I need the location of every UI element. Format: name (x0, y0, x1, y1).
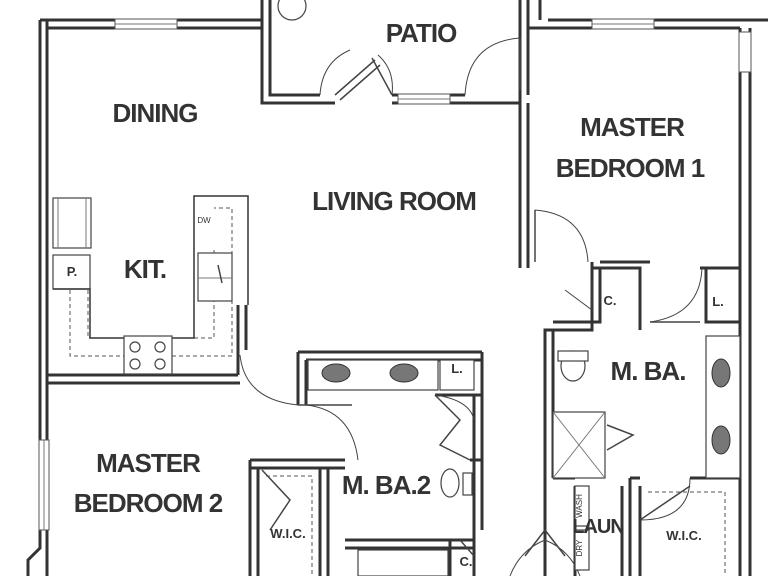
closet-c-wall-inner (553, 268, 602, 324)
room-label-wic-right: W.I.C. (666, 528, 701, 543)
laundry-door-left (524, 529, 546, 557)
patio-wall-left-inner (268, 0, 320, 97)
linen-vanity-label: L. (451, 361, 463, 376)
room-label-patio: PATIO (386, 18, 457, 48)
laundry-door-right (544, 529, 566, 557)
wic-right-door (639, 485, 691, 521)
patio-door-right-leaf (371, 57, 393, 96)
mba2-bathtub (357, 549, 449, 576)
washer (574, 485, 590, 527)
wic-left-shelf (266, 475, 313, 576)
linen-right-wall-b (704, 268, 740, 324)
windows (38, 18, 752, 531)
room-label-master-bedroom-2-line1: MASTER (96, 448, 201, 478)
shower-door (606, 424, 635, 451)
exterior-wall-left-inner-lower (26, 530, 42, 576)
stove (123, 335, 173, 375)
pantry-closet (52, 254, 91, 290)
room-label-master-bedroom-1-line1: MASTER (580, 112, 685, 142)
room-label-master-bath: M. BA. (611, 356, 686, 386)
kitchen-counter-outline (69, 207, 233, 357)
sink-icon-mba-2 (711, 425, 731, 455)
room-label-master-bath-2: M. BA.2 (342, 470, 431, 500)
patio-door-right-swing (464, 37, 521, 96)
room-label-kitchen: KIT. (124, 254, 166, 284)
bath-fixtures (266, 0, 741, 576)
room-label-laundry: LAUN (572, 516, 624, 538)
patio-door-left-arc (319, 49, 351, 96)
fixture-labels: P. DW C. C. L. L. WASH DRY (67, 216, 724, 569)
wic-right-shelf (648, 491, 726, 576)
closet-lower-door (459, 539, 475, 557)
patio-wall-right (465, 0, 522, 105)
room-labels: PATIO DINING LIVING ROOM MASTER BEDROOM … (74, 18, 706, 543)
wic-right-door-arc (639, 477, 691, 521)
dryer-label: DRY (575, 539, 584, 556)
closet-upper-door (564, 280, 593, 311)
bedroom1-wall-bottom (592, 266, 642, 330)
room-label-dining: DINING (113, 98, 198, 128)
kitchen-sink (197, 252, 233, 302)
doors (239, 37, 703, 576)
kitchen-fixtures (52, 195, 249, 375)
bedroom1-door-arc (534, 209, 589, 263)
dryer (574, 529, 590, 571)
dishwasher-label: DW (197, 216, 211, 225)
mba-vanity (705, 335, 741, 479)
patio-fixture-circle (277, 0, 307, 21)
patio-door-left-leaf (334, 59, 376, 96)
pantry-label: P. (67, 264, 78, 279)
closet-lower-label: C. (460, 554, 473, 569)
refrigerator (52, 197, 92, 249)
mba-door-arc (649, 267, 703, 323)
burner-icon (129, 341, 141, 353)
room-label-master-bedroom-1-line2: BEDROOM 1 (556, 153, 705, 183)
washer-label: WASH (575, 494, 584, 518)
sink-icon-mba-1 (711, 358, 731, 388)
sink-icon-2 (389, 363, 419, 383)
bedroom2-door-arc (305, 404, 359, 461)
room-label-wic-left: W.I.C. (270, 526, 305, 541)
mba2-bifold-door (434, 394, 471, 461)
kitchen-cabinet-outline (53, 195, 249, 339)
linen-right-label: L. (712, 294, 724, 309)
sink-icon (321, 363, 351, 383)
linen-vanity-box (439, 359, 475, 391)
toilet-icon (440, 468, 460, 498)
window-right (738, 31, 752, 73)
room-label-living-room: LIVING ROOM (312, 186, 476, 216)
closet-upper-label: C. (604, 293, 617, 308)
mba2-door-arc (239, 354, 299, 406)
room-label-master-bedroom-2-line2: BEDROOM 2 (74, 488, 223, 518)
wic-left-door (261, 469, 291, 531)
patio-wall-left (260, 0, 335, 105)
